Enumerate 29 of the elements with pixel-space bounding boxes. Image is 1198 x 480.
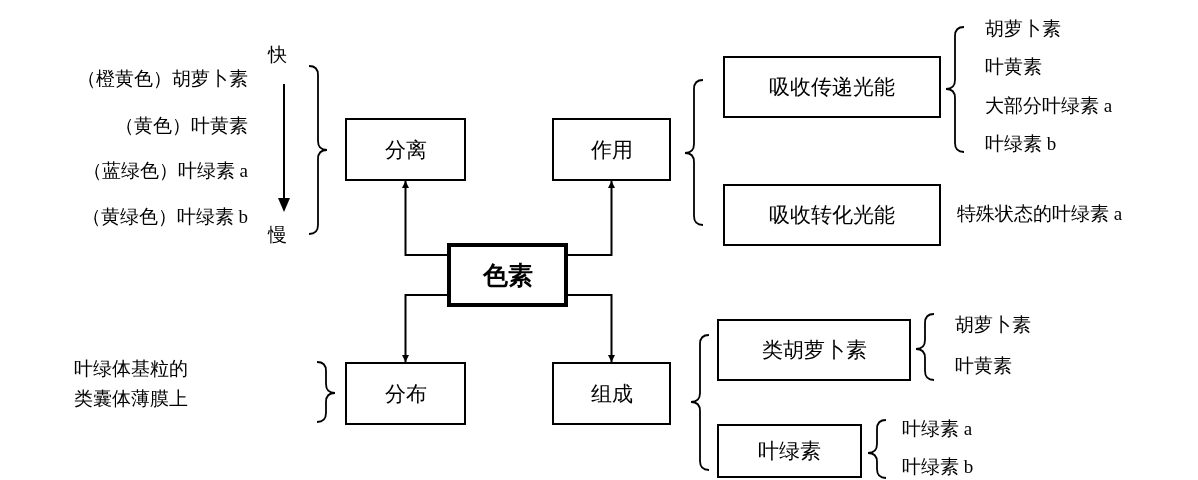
arrow (567, 294, 615, 363)
label-text: 大部分叶绿素 a (985, 94, 1113, 118)
label-text: 慢 (268, 223, 287, 247)
label-text: 叶绿素 b (985, 132, 1057, 156)
label-text: （黄色）叶黄素 (115, 114, 248, 138)
label-text: 叶黄素 (955, 354, 1012, 378)
label-text: 胡萝卜素 (985, 17, 1061, 41)
arrow (567, 180, 615, 256)
label-text: 特殊状态的叶绿素 a (957, 202, 1123, 226)
label-text: 胡萝卜素 (955, 313, 1031, 337)
arrow (402, 180, 448, 256)
label-text: 叶绿体基粒的类囊体薄膜上 (73, 357, 188, 412)
concept-box: 类胡萝卜素 (717, 319, 911, 381)
label-text: 叶黄素 (985, 55, 1042, 79)
central-box: 色素 (447, 243, 568, 307)
label-text: 叶绿素 a (902, 417, 973, 441)
concept-box: 叶绿素 (717, 424, 862, 478)
concept-box: 组成 (552, 362, 671, 425)
concept-box: 分离 (345, 118, 466, 181)
label-text: （蓝绿色）叶绿素 a (82, 159, 248, 183)
label-text: 快 (268, 43, 287, 67)
concept-box: 吸收转化光能 (723, 184, 941, 246)
label-text: 叶绿素 b (902, 455, 974, 479)
concept-box: 分布 (345, 362, 466, 425)
label-text: （黄绿色）叶绿素 b (81, 205, 248, 229)
concept-box: 吸收传递光能 (723, 56, 941, 118)
concept-box: 作用 (552, 118, 671, 181)
arrow (402, 294, 448, 363)
label-text: （橙黄色）胡萝卜素 (77, 67, 248, 91)
